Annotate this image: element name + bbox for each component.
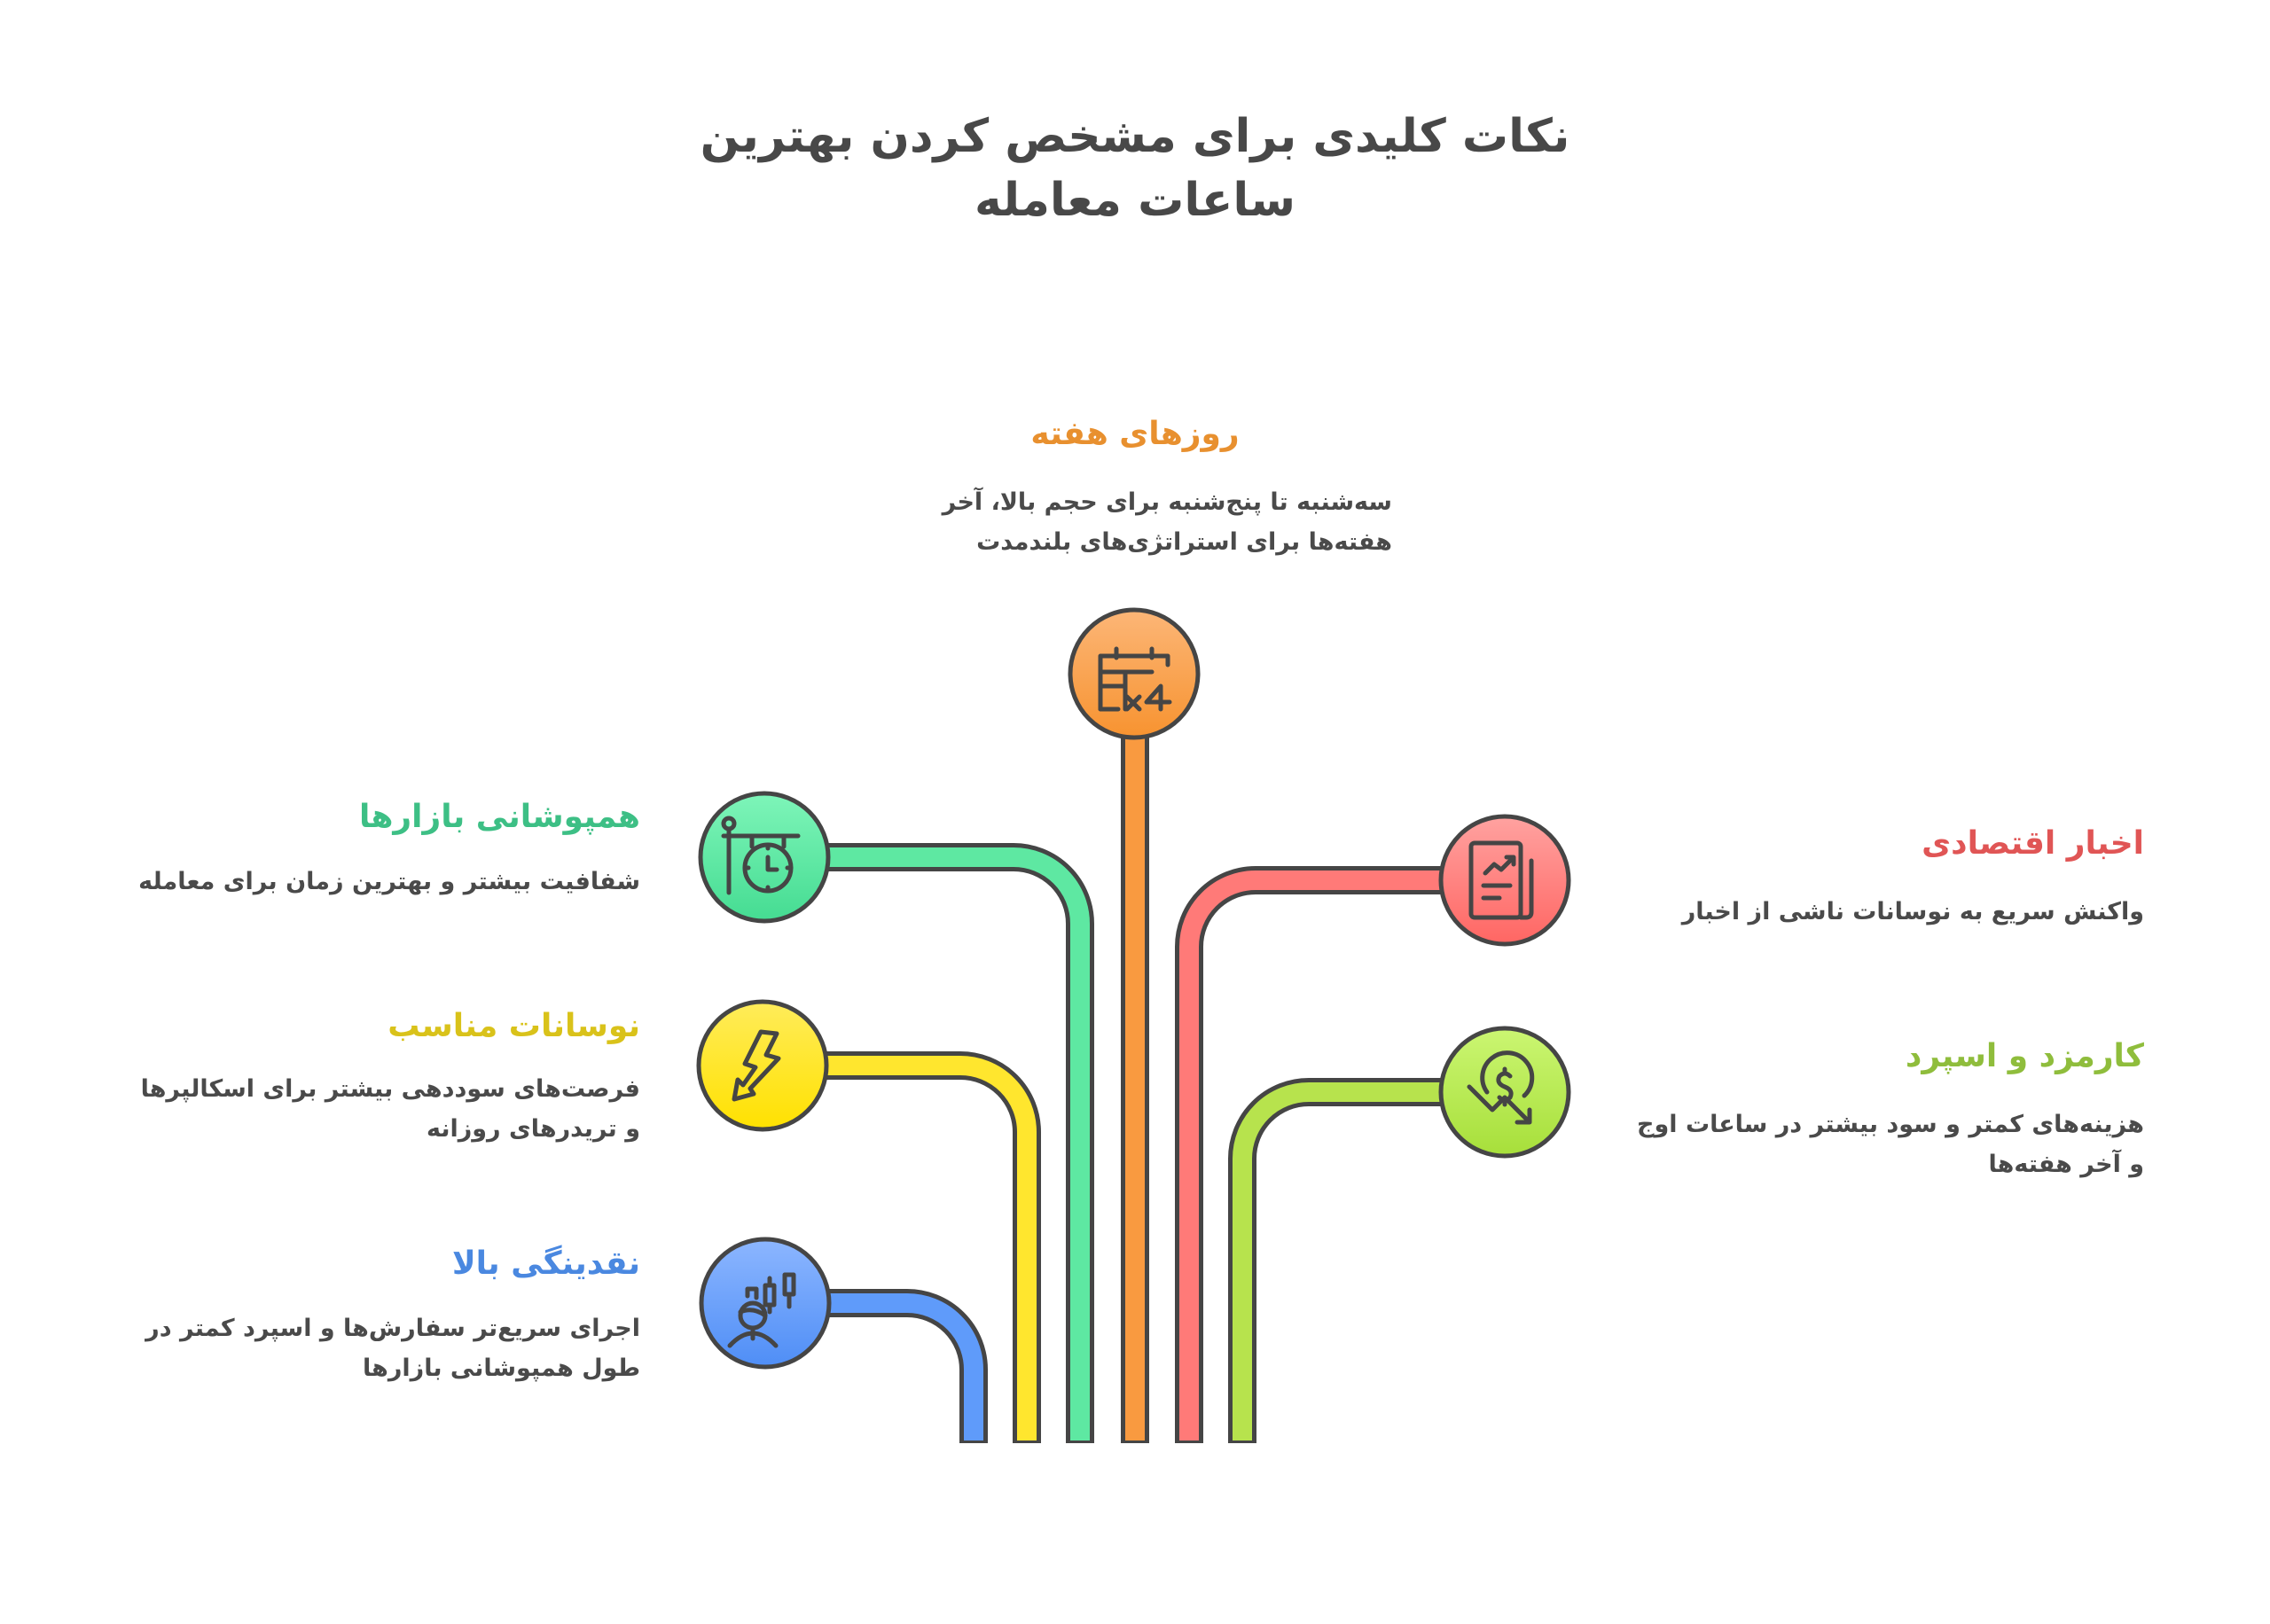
item-description: هزینه‌های کمتر و سود بیشتر در ساعات اوج … [1637, 1111, 2144, 1178]
node-economic-news [1438, 814, 1571, 947]
title-line-1: نکات کلیدی برای مشخص کردن بهترین [700, 110, 1570, 163]
node-market-overlap [698, 791, 831, 924]
pipes [823, 709, 1445, 1443]
item-heading: همپوشانی بازارها [358, 799, 640, 835]
item-description: واکنش سریع به نوسانات ناشی از اخبار [1681, 898, 2144, 925]
trader-candlestick-icon [727, 1272, 796, 1348]
hanging-clock-icon [721, 816, 801, 895]
news-chart-icon [1468, 840, 1534, 920]
dollar-decline-icon [1467, 1050, 1535, 1125]
pipe-fees-spread [1228, 1078, 1445, 1443]
item-volatility: نوسانات مناسب فرصت‌های سوددهی بیشتر برای… [124, 1005, 640, 1149]
page-title: نکات کلیدی برای مشخص کردن بهترین ساعات م… [692, 105, 1578, 232]
node-volatility [696, 999, 829, 1132]
item-liquidity: نقدینگی بالا اجرای سریع‌تر سفارش‌ها و اس… [124, 1243, 640, 1388]
item-description: اجرای سریع‌تر سفارش‌ها و اسپرد کمتر در ط… [145, 1315, 640, 1382]
pipe-volatility [823, 1051, 1041, 1443]
item-heading: کارمزد و اسپرد [1905, 1038, 2144, 1074]
pipe-economic-news [1175, 866, 1445, 1443]
item-weekdays: روزهای هفته سه‌شنبه تا پنج‌شنبه برای حجم… [878, 413, 1392, 562]
item-description: فرصت‌های سوددهی بیشتر برای اسکالپرها و ت… [140, 1075, 640, 1143]
item-heading: روزهای هفته [1030, 416, 1240, 452]
item-market-overlap: همپوشانی بازارها شفافیت بیشتر و بهترین ز… [124, 796, 640, 902]
item-heading: اخبار اقتصادی [1922, 825, 2144, 862]
item-description: شفافیت بیشتر و بهترین زمان برای معامله [138, 868, 640, 895]
item-heading: نقدینگی بالا [451, 1245, 640, 1282]
calendar-x4-icon [1098, 646, 1172, 712]
item-description: سه‌شنبه تا پنج‌شنبه برای حجم بالا، آخر ه… [942, 488, 1392, 556]
item-heading: نوسانات مناسب [387, 1008, 640, 1044]
item-economic-news: اخبار اقتصادی واکنش سریع به نوسانات ناشی… [1630, 823, 2144, 932]
pipe-market-overlap [825, 843, 1094, 1443]
node-fees-spread [1438, 1026, 1571, 1159]
title-line-2: ساعات معامله [974, 174, 1296, 227]
item-fees-spread: کارمزد و اسپرد هزینه‌های کمتر و سود بیشت… [1630, 1035, 2144, 1184]
lightning-arrow-icon [732, 1029, 781, 1102]
